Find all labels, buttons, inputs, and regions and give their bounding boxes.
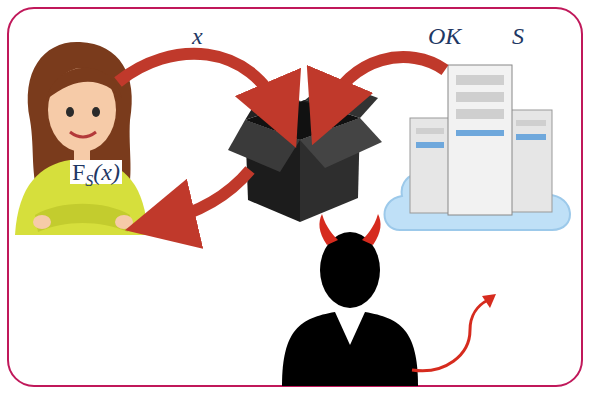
- frame: [8, 8, 582, 386]
- input-arrow: [118, 54, 282, 115]
- output-arrow: [160, 170, 250, 222]
- ok-label-holder: OK: [428, 24, 461, 48]
- function-name: F: [72, 159, 85, 185]
- input-label: x: [192, 23, 203, 49]
- function-argument: (x): [93, 159, 120, 185]
- server-name: S: [512, 23, 524, 49]
- ok-arrow: [326, 57, 445, 112]
- black-box: [228, 80, 382, 222]
- server-cloud: [385, 65, 570, 230]
- ok-label: OK: [428, 23, 461, 49]
- attacker-devil: [282, 214, 496, 386]
- input-label-holder: x: [192, 24, 203, 48]
- function-key: S: [85, 172, 93, 189]
- function-output-label: FS(x): [70, 160, 122, 184]
- server-name-holder: S: [512, 24, 524, 48]
